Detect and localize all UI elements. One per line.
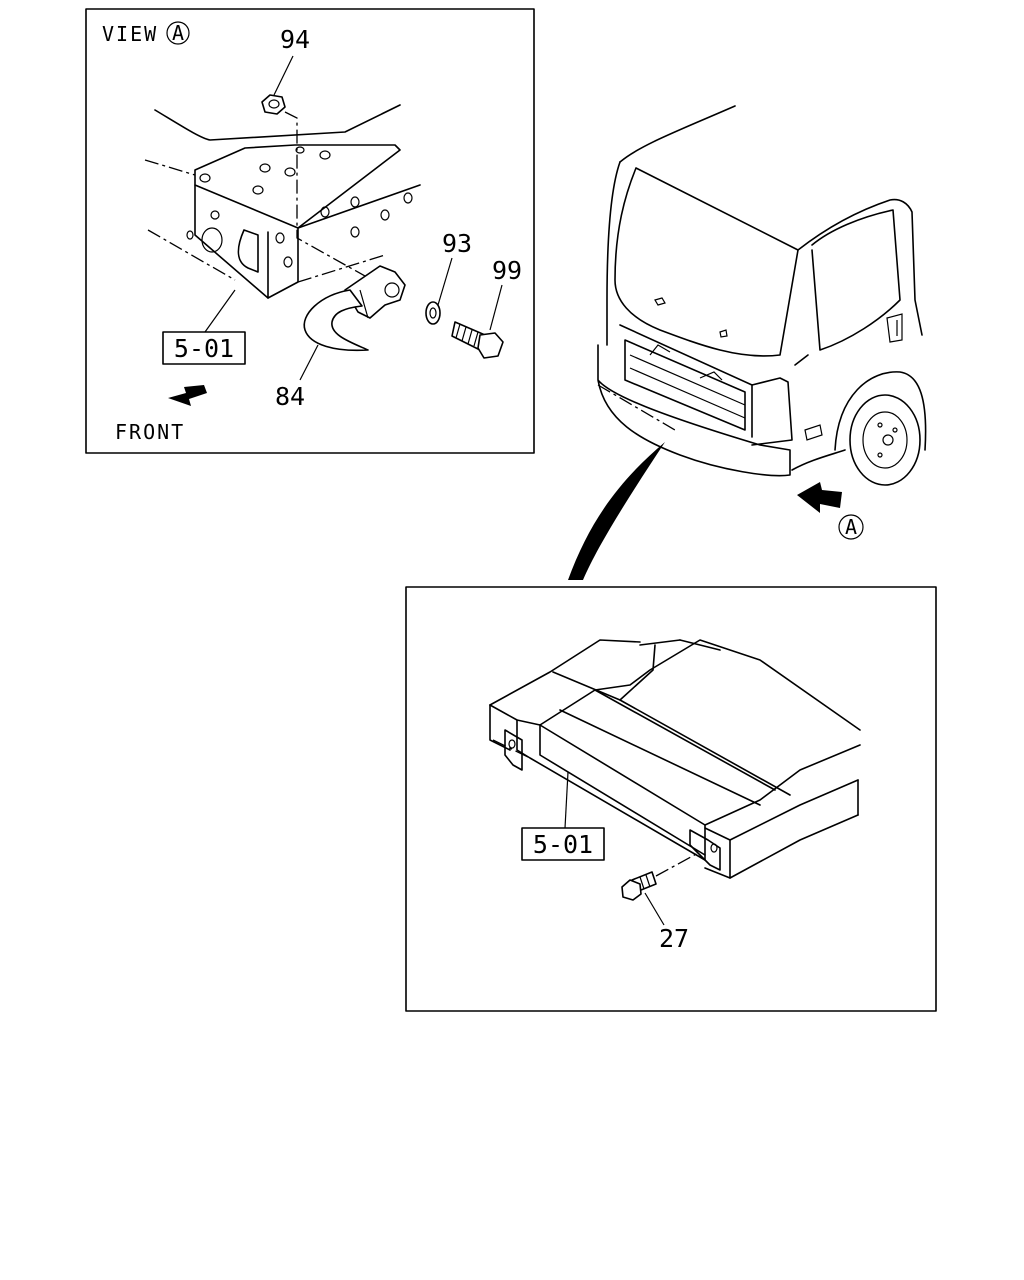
bolt-27-assembly-line: [655, 851, 701, 877]
bolt-27-icon: [621, 871, 657, 901]
front-label: FRONT: [115, 420, 185, 444]
ref-box-5-01-top: [162, 331, 246, 365]
leader-94: [273, 55, 294, 96]
frame-panel-frame: [405, 586, 937, 1012]
part-number-99: 99: [492, 256, 522, 285]
leader-27: [644, 892, 665, 926]
view-a-panel: VIEW A: [85, 8, 535, 454]
view-marker-circle: [166, 21, 190, 45]
leader-5-01-bottom: [564, 771, 569, 829]
leader-5-01-top: [204, 289, 236, 333]
leader-93: [437, 257, 453, 306]
leader-84: [299, 344, 319, 381]
ref-box-5-01-bottom: [521, 827, 605, 861]
part-number-94: 94: [280, 25, 310, 54]
tow-hook-84-icon: [303, 265, 406, 352]
ref-label-5-01-top: 5-01: [174, 334, 234, 363]
ref-label-5-01-bottom: 5-01: [533, 830, 593, 859]
nut-94-icon: [261, 94, 286, 115]
part-number-27: 27: [659, 924, 689, 953]
view-label: VIEW: [102, 22, 158, 46]
assembly-line: [284, 111, 391, 291]
bolt-99-icon: [451, 321, 504, 359]
truck-cab-drawing: [597, 105, 927, 486]
detail-connector-arrow-icon: [568, 442, 665, 580]
view-marker-letter: A: [172, 21, 184, 45]
part-number-84: 84: [275, 382, 305, 411]
leader-99: [489, 284, 503, 331]
washer-93-icon: [425, 301, 441, 325]
truck-view-marker-letter: A: [845, 515, 857, 539]
front-arrow-icon: [168, 385, 207, 406]
view-direction-arrow-icon: [797, 482, 842, 513]
truck-view-marker-circle: [838, 514, 864, 540]
frame-panel: 5-01 27: [405, 586, 937, 1012]
part-number-93: 93: [442, 229, 472, 258]
frame-crossmember-drawing: [489, 639, 861, 879]
frame-rail-drawing: [144, 104, 421, 299]
view-a-frame: [85, 8, 535, 454]
